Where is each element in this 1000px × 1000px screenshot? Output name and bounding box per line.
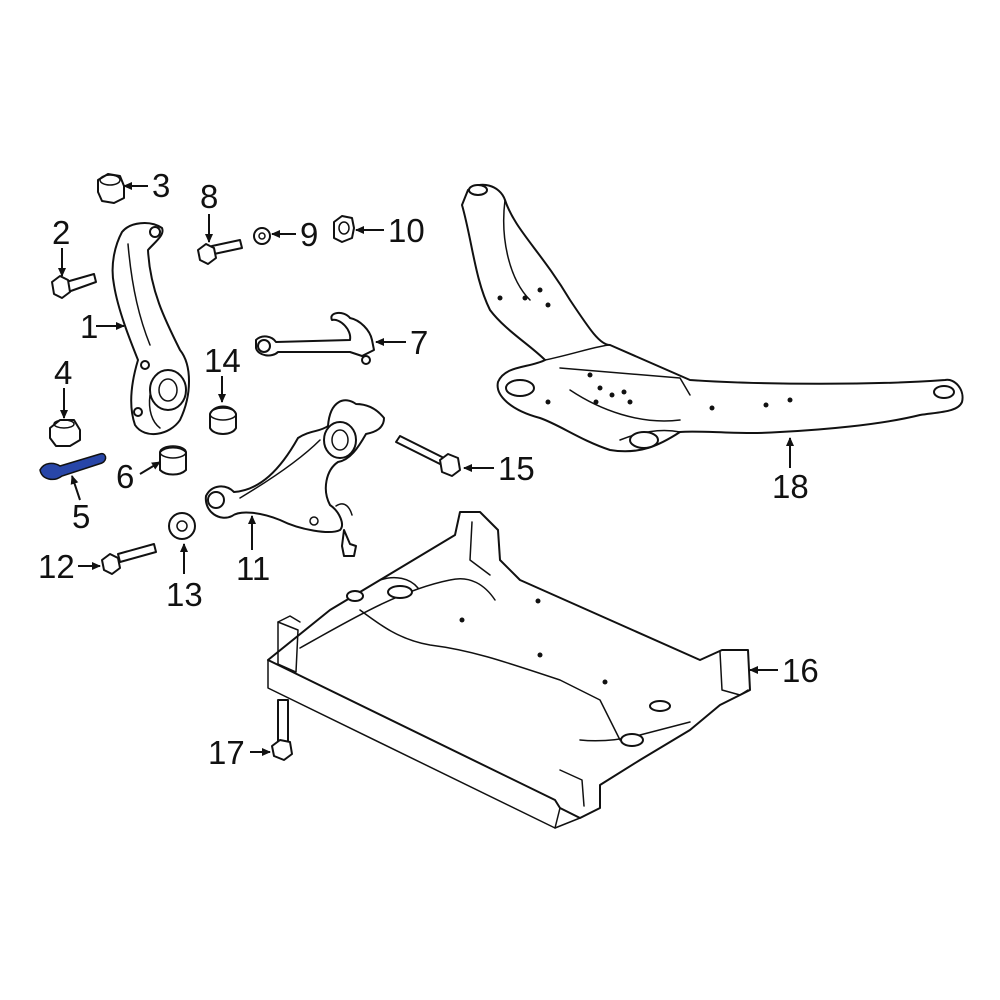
part-14-bushing[interactable] (209, 405, 237, 435)
callout-2[interactable]: 2 (52, 214, 70, 251)
part-2-bolt[interactable] (51, 273, 97, 299)
callout-1[interactable]: 1 (80, 308, 98, 345)
part-11-lower-control-arm[interactable] (204, 399, 385, 557)
part-10-nut[interactable] (333, 215, 355, 243)
callout-17[interactable]: 17 (208, 734, 245, 771)
part-15-bolt[interactable] (395, 435, 461, 477)
callout-10[interactable]: 10 (388, 212, 425, 249)
callout-11[interactable]: 11 (236, 550, 270, 587)
callout-13[interactable]: 13 (166, 576, 203, 613)
part-3-nut[interactable] (97, 173, 125, 204)
callout-15[interactable]: 15 (498, 450, 535, 487)
callout-3[interactable]: 3 (152, 167, 170, 204)
part-5-highlighted-link[interactable] (39, 452, 107, 481)
callout-16[interactable]: 16 (782, 652, 819, 689)
part-17-bolt[interactable] (271, 699, 293, 761)
part-6-bushing[interactable] (159, 445, 187, 476)
part-12-bolt[interactable] (101, 543, 157, 575)
part-13-washer[interactable] (168, 512, 196, 540)
callout-4[interactable]: 4 (54, 354, 72, 391)
arrow-6 (139, 461, 161, 475)
callout-6[interactable]: 6 (116, 458, 134, 495)
part-4-nut[interactable] (49, 419, 81, 447)
arrow-5 (70, 475, 81, 501)
part-18-frame-member[interactable] (461, 183, 964, 453)
part-9-washer[interactable] (253, 227, 271, 245)
part-8-bolt[interactable] (197, 239, 243, 265)
callout-18[interactable]: 18 (772, 468, 809, 505)
callout-5[interactable]: 5 (72, 498, 90, 535)
part-7-upper-control-arm[interactable] (255, 312, 375, 365)
callout-8[interactable]: 8 (200, 178, 218, 215)
part-16-subframe[interactable] (267, 511, 751, 829)
callout-labels: 1 2 3 4 5 6 7 8 9 10 11 12 13 14 15 16 1… (38, 167, 819, 771)
callout-7[interactable]: 7 (410, 324, 428, 361)
callout-12[interactable]: 12 (38, 548, 75, 585)
callout-9[interactable]: 9 (300, 216, 318, 253)
callout-14[interactable]: 14 (204, 342, 241, 379)
part-1-steering-knuckle[interactable] (111, 222, 190, 435)
leader-arrows (58, 182, 794, 756)
